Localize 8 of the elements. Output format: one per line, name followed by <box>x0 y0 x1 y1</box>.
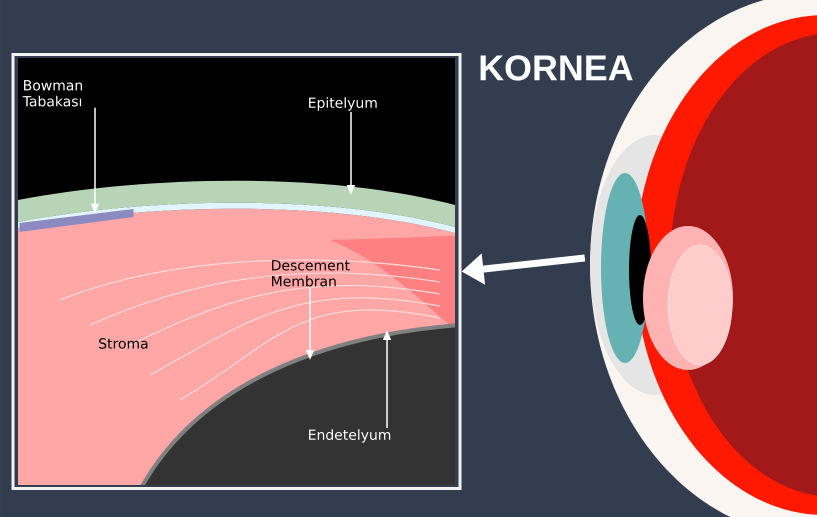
bowman-layer <box>20 209 134 232</box>
layer-label: Descement Membran <box>272 260 350 286</box>
layer-label: Epitelyum <box>309 97 377 111</box>
title: KORNEA <box>480 55 633 81</box>
layer-label: Bowman Tabakası <box>22 80 82 106</box>
layer-label: Endetelyum <box>309 429 390 443</box>
cornea-cross-section-drawing <box>12 53 462 490</box>
layer-label: Stroma <box>99 338 148 349</box>
